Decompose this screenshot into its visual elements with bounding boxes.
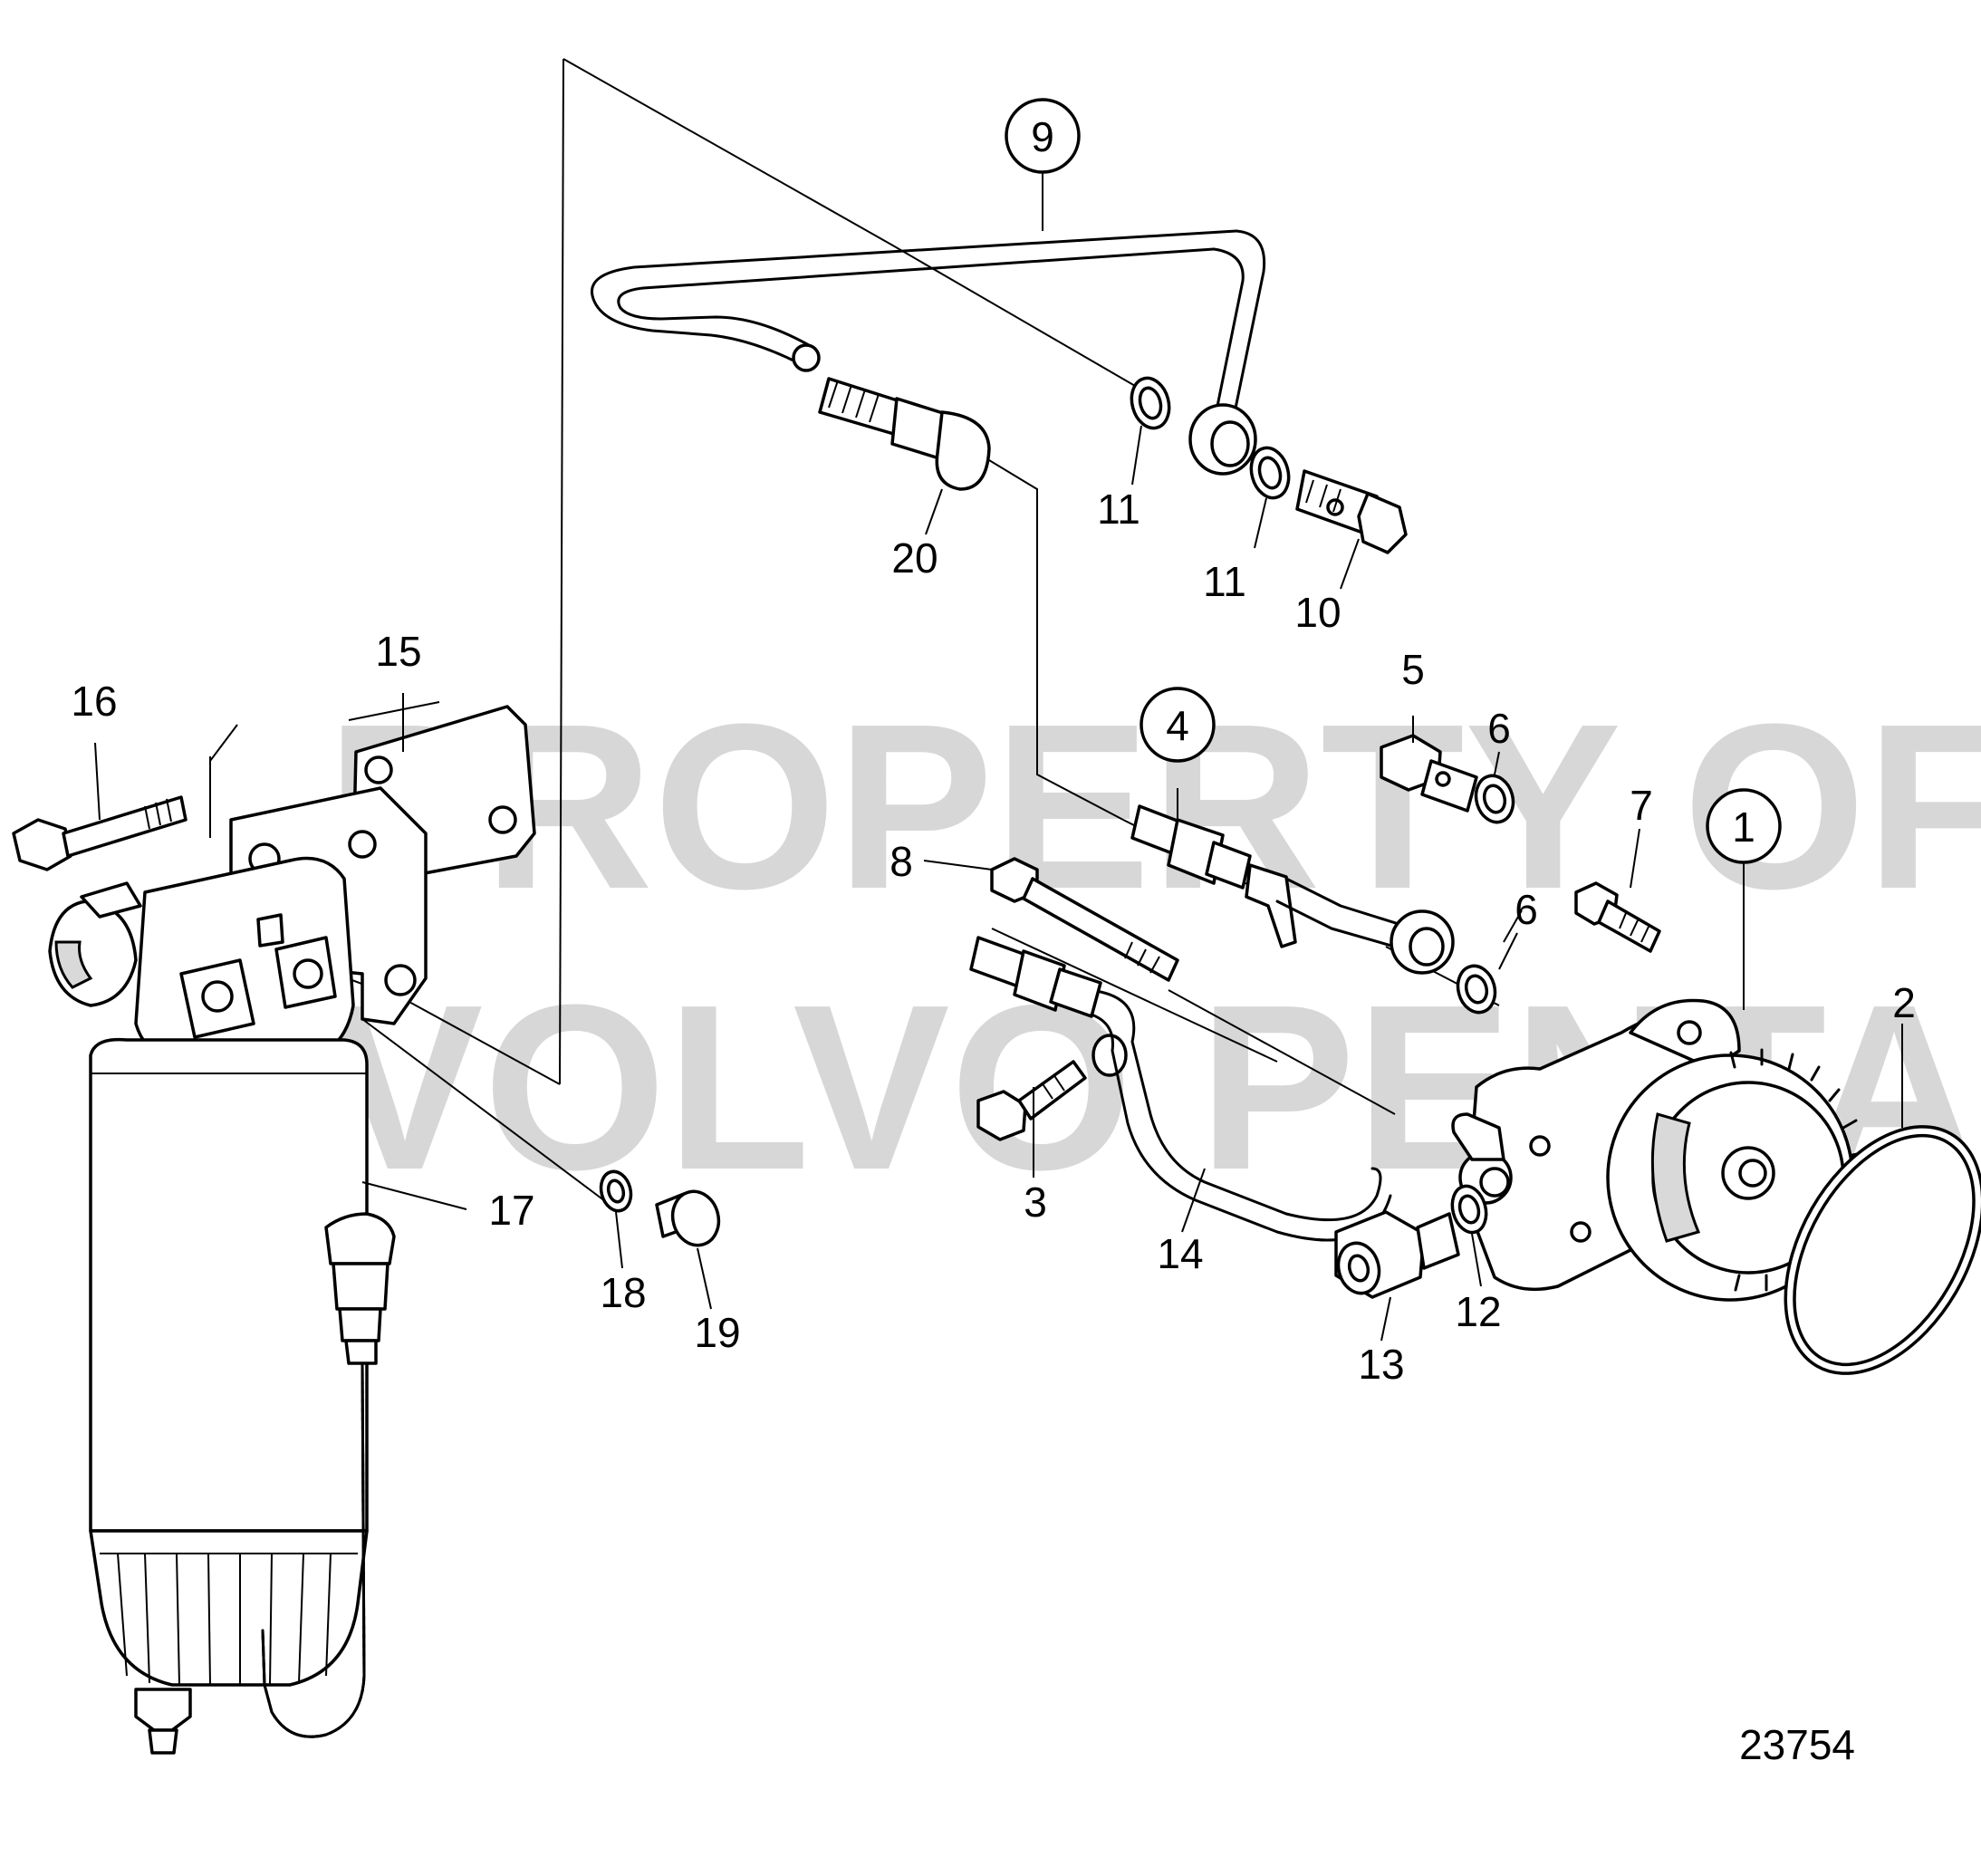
callout-circles (1005, 98, 1782, 864)
copper-washers-11 (1130, 376, 1291, 500)
washer-12 (1450, 1184, 1488, 1235)
label-part-12: 12 (1455, 1288, 1501, 1335)
o-ring-18 (599, 1169, 633, 1213)
label-part-8: 8 (890, 838, 913, 885)
label-part-6-upper: 6 (1487, 705, 1511, 752)
label-part-16: 16 (71, 678, 117, 725)
label-part-11-left: 11 (1097, 486, 1140, 533)
callout-circle-9 (1005, 98, 1081, 174)
banjo-bolt-5 (1380, 734, 1478, 813)
label-part-20: 20 (891, 534, 938, 582)
label-part-10: 10 (1294, 589, 1341, 636)
fuel-feed-pump-1 (1451, 998, 1871, 1302)
label-part-19: 19 (694, 1309, 740, 1356)
part-labels: 9 4 1 2 3 5 6 6 7 8 11 11 10 20 12 13 14… (71, 113, 1915, 1388)
label-part-7: 7 (1630, 782, 1653, 829)
label-part-18: 18 (600, 1269, 646, 1316)
bolt-3 (976, 1060, 1087, 1141)
copper-washers-6 (1456, 774, 1515, 1015)
leader-lines (94, 156, 1903, 1342)
label-part-2: 2 (1892, 979, 1916, 1026)
label-part-1: 1 (1732, 803, 1755, 851)
label-part-3: 3 (1024, 1179, 1047, 1226)
label-part-15: 15 (375, 628, 421, 675)
banjo-bolt-10 (1295, 469, 1408, 554)
label-part-6-lower: 6 (1515, 886, 1538, 933)
pipe-banjo-fitting (1188, 403, 1257, 476)
label-part-11-right: 11 (1203, 558, 1246, 605)
plug-19 (655, 1189, 721, 1247)
fuel-line-4 (1130, 804, 1455, 975)
bolt-7 (1574, 881, 1661, 953)
bolt-8 (990, 857, 1179, 982)
fuel-filter-cartridge (89, 1037, 369, 1755)
bolt-16 (12, 795, 188, 871)
water-sensor-cable (261, 1212, 396, 1738)
label-part-14: 14 (1157, 1230, 1203, 1277)
label-part-5: 5 (1401, 646, 1425, 693)
label-part-9: 9 (1031, 113, 1054, 160)
label-part-13: 13 (1358, 1341, 1404, 1388)
quick-connector-20 (818, 377, 991, 491)
fuel-pipe-assembly (591, 229, 1266, 428)
union-nipple-13 (1334, 1210, 1460, 1299)
label-part-4: 4 (1166, 702, 1189, 749)
fuel-pipe-14 (969, 936, 1392, 1242)
fuel-filter-head (48, 786, 428, 1062)
callout-circle-4 (1140, 687, 1216, 763)
drawing-number: 23754 (1739, 1721, 1855, 1768)
label-part-17: 17 (488, 1187, 534, 1234)
o-ring-2 (1784, 1125, 1981, 1375)
callout-circle-1 (1706, 788, 1782, 864)
